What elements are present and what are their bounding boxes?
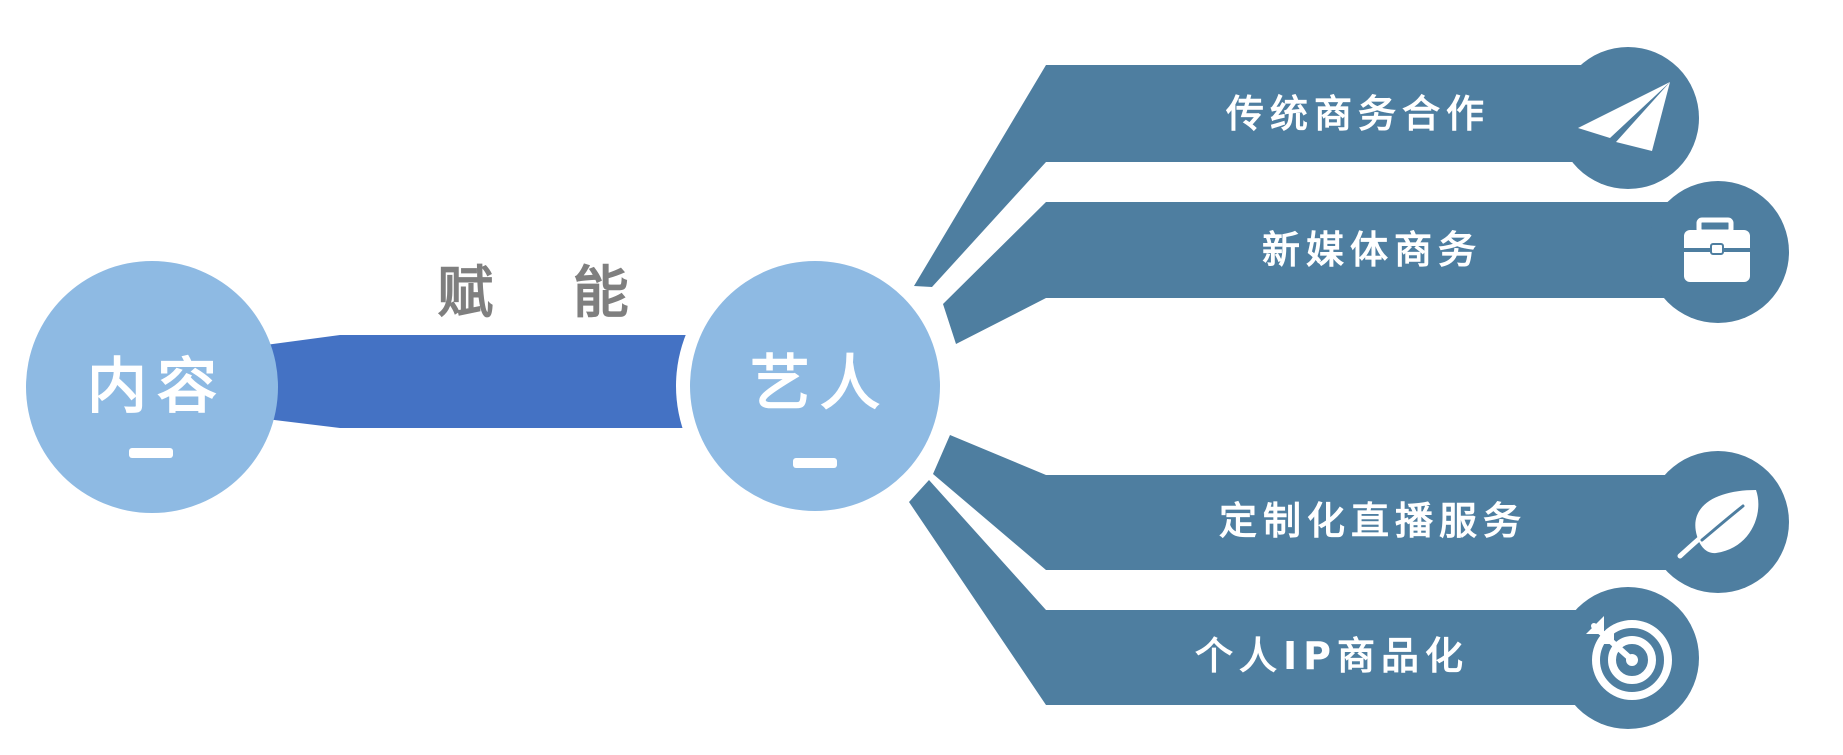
branch-personal-ip-arm — [909, 480, 1590, 705]
node-content: 内容 — [26, 261, 278, 513]
briefcase-icon — [1684, 217, 1750, 282]
branch-new-media-business-arm — [943, 202, 1680, 344]
node-content-underline — [129, 448, 173, 458]
leaf-icon — [1677, 490, 1759, 559]
connector-band — [258, 335, 710, 428]
branch-traditional-business: 传统商务合作 — [914, 47, 1699, 287]
node-artist-label: 艺人 — [750, 349, 890, 419]
branch-custom-livestream-label: 定制化直播服务 — [1219, 499, 1527, 543]
node-artist: 艺人 — [676, 247, 954, 525]
branch-personal-ip-label: 个人IP商品化 — [1195, 634, 1469, 678]
node-content-label: 内容 — [87, 352, 227, 422]
node-artist-underline — [793, 458, 837, 468]
branch-traditional-business-arm — [914, 65, 1590, 287]
target-icon — [1586, 616, 1672, 700]
paper-plane-icon — [1578, 82, 1670, 151]
branch-new-media-business-label: 新媒体商务 — [1262, 228, 1482, 272]
node-content-circle — [26, 261, 278, 513]
branch-traditional-business-label: 传统商务合作 — [1225, 92, 1490, 136]
branch-custom-livestream-arm — [933, 435, 1680, 570]
branch-custom-livestream: 定制化直播服务 — [933, 435, 1789, 593]
branch-new-media-business: 新媒体商务 — [943, 181, 1789, 344]
connector-label: 赋 能 — [437, 261, 659, 326]
node-artist-circle — [690, 261, 940, 511]
branch-personal-ip: 个人IP商品化 — [909, 480, 1699, 729]
